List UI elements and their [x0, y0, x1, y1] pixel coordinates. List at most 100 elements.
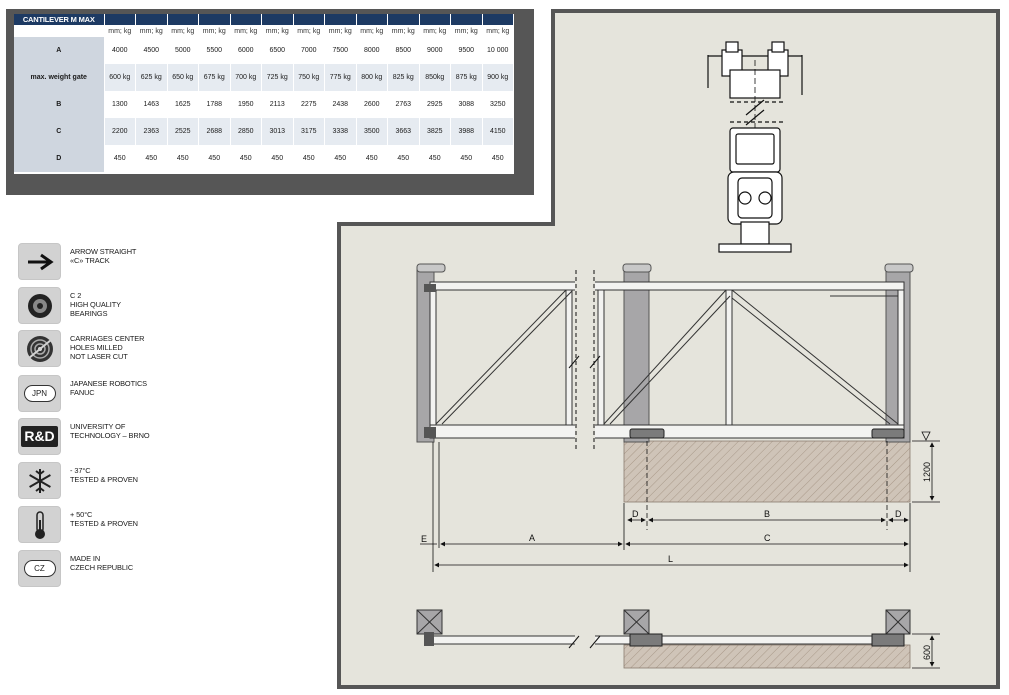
feature-arrow-track: ARROW STRAIGHT «C» TRACK — [18, 243, 248, 281]
cz-badge: CZ — [23, 560, 56, 577]
table-header-cell — [104, 14, 136, 25]
feature-bearings: C 2 HIGH QUALITY BEARINGS — [18, 287, 248, 325]
table-header-cell — [450, 14, 483, 25]
table-cell: 675 kg — [198, 64, 231, 91]
table-unit-cell: mm; kg — [356, 25, 388, 37]
table-cell: 4500 — [135, 37, 168, 64]
table-unit-cell: mm; kg — [198, 25, 231, 37]
table-cell: 450 — [293, 145, 325, 172]
table-header-cell — [387, 14, 420, 25]
table-cell: 450 — [324, 145, 357, 172]
table-header-cell — [198, 14, 231, 25]
feature-text: UNIVERSITY OF TECHNOLOGY – BRNO — [70, 422, 150, 440]
feature-cold-tested: - 37°C TESTED & PROVEN — [18, 462, 248, 500]
table-cell: 1300 — [104, 91, 136, 118]
jpn-badge-icon: JPN — [18, 375, 61, 412]
table-cell: 3500 — [356, 118, 388, 145]
snowflake-icon — [18, 462, 61, 499]
table-cell: 5500 — [198, 37, 231, 64]
table-cell: 2363 — [135, 118, 168, 145]
table-cell: 450 — [450, 145, 483, 172]
table-cell: 650 kg — [167, 64, 199, 91]
table-cell: 2763 — [387, 91, 420, 118]
table-row-label: A — [14, 37, 105, 64]
table-cell: 450 — [482, 145, 514, 172]
table-cell: 6000 — [230, 37, 262, 64]
table-cell: 750 kg — [293, 64, 325, 91]
feature-text: MADE IN CZECH REPUBLIC — [70, 554, 134, 572]
table-cell: 3825 — [419, 118, 451, 145]
table-cell: 725 kg — [261, 64, 294, 91]
dimension-lines — [420, 431, 940, 572]
feature-university: R&D UNIVERSITY OF TECHNOLOGY – BRNO — [18, 418, 248, 456]
table-cell: 800 kg — [356, 64, 388, 91]
table-cell: 850kg — [419, 64, 451, 91]
dim-foundation-height-label: 1200 — [922, 462, 932, 482]
table-cell: 450 — [167, 145, 199, 172]
feature-text: C 2 HIGH QUALITY BEARINGS — [70, 291, 121, 318]
table-cell: 2200 — [104, 118, 136, 145]
table-cell: 9000 — [419, 37, 451, 64]
dim-b-label: B — [764, 509, 770, 519]
table-cell: 450 — [419, 145, 451, 172]
table-header-cell — [324, 14, 357, 25]
table-cell: 3088 — [450, 91, 483, 118]
table-unit-cell: mm; kg — [387, 25, 420, 37]
feature-text: JAPANESE ROBOTICS FANUC — [70, 379, 148, 397]
feature-japanese-robotics: JPN JAPANESE ROBOTICS FANUC — [18, 375, 248, 413]
table-cell: 1950 — [230, 91, 262, 118]
dim-plan-height-label: 600 — [922, 645, 932, 660]
table-cell: 1463 — [135, 91, 168, 118]
table-cell: 450 — [135, 145, 168, 172]
table-header-cell — [482, 14, 514, 25]
table-header-cell — [356, 14, 388, 25]
table-header-cell — [419, 14, 451, 25]
table-cell: 450 — [104, 145, 136, 172]
table-cell: 1788 — [198, 91, 231, 118]
table-cell: 2525 — [167, 118, 199, 145]
table-cell: 10 000 — [482, 37, 514, 64]
table-cell: 875 kg — [450, 64, 483, 91]
table-header-row: CANTILEVER M MAX — [14, 14, 514, 25]
table-cell: 2438 — [324, 91, 357, 118]
rd-badge: R&D — [21, 426, 58, 447]
bearing-icon — [18, 287, 61, 324]
table-header-cell — [135, 14, 168, 25]
table-cell: 8500 — [387, 37, 420, 64]
feature-text: + 50°C TESTED & PROVEN — [70, 510, 138, 528]
table-header-cell — [261, 14, 294, 25]
table-unit-cell: mm; kg — [135, 25, 168, 37]
table-cell: 3013 — [261, 118, 294, 145]
table-cell: 450 — [261, 145, 294, 172]
cz-badge-icon: CZ — [18, 550, 61, 587]
table-row-label: max. weight gate — [14, 64, 105, 91]
table-cell: 825 kg — [387, 64, 420, 91]
table-header-cell — [230, 14, 262, 25]
table-cell: 450 — [198, 145, 231, 172]
table-row-label: C — [14, 118, 105, 145]
table-unit-cell: mm; kg — [261, 25, 294, 37]
dim-a-label: A — [529, 533, 535, 543]
rd-badge-icon: R&D — [18, 418, 61, 455]
feature-text: CARRIAGES CENTER HOLES MILLED NOT LASER … — [70, 334, 145, 361]
feature-heat-tested: + 50°C TESTED & PROVEN — [18, 506, 248, 544]
table-cell: 3338 — [324, 118, 357, 145]
table-cell: 7500 — [324, 37, 357, 64]
feature-made-in-cz: CZ MADE IN CZECH REPUBLIC — [18, 550, 248, 588]
dim-l-label: L — [668, 554, 673, 564]
table-unit-cell: mm; kg — [293, 25, 325, 37]
table-cell: 3175 — [293, 118, 325, 145]
dim-c-label: C — [764, 533, 771, 543]
table-cell: 625 kg — [135, 64, 168, 91]
table-cell: 1625 — [167, 91, 199, 118]
jpn-badge: JPN — [23, 385, 56, 402]
table-cell: 775 kg — [324, 64, 357, 91]
feature-text: ARROW STRAIGHT «C» TRACK — [70, 247, 137, 265]
table-unit-cell: mm; kg — [167, 25, 199, 37]
table-unit-cell: mm; kg — [230, 25, 262, 37]
table-cell: 8000 — [356, 37, 388, 64]
cross-section-view — [707, 41, 803, 253]
